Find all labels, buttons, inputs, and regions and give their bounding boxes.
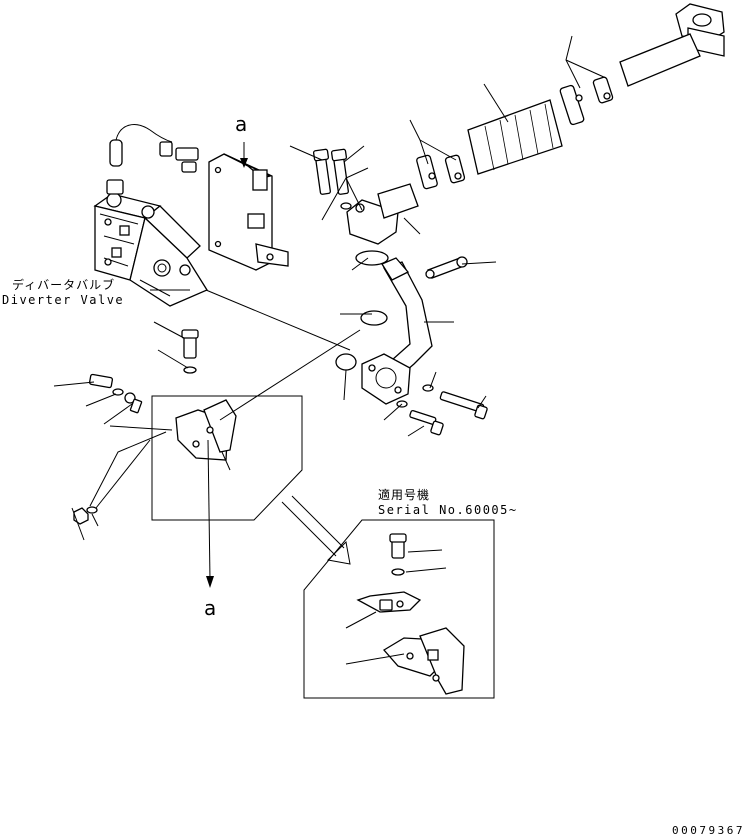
hose-clamps-upper-right	[559, 76, 614, 126]
diverter-valve	[93, 124, 208, 307]
lower-flange-bolts	[396, 384, 488, 436]
serial-inset-box	[303, 519, 495, 699]
diverter-valve-label-en: Diverter Valve	[2, 293, 125, 307]
reference-mark-top: a	[235, 112, 248, 136]
routing-lines	[89, 289, 361, 588]
flange-bolts	[312, 148, 349, 195]
serial-label-jp: 適用号機	[378, 488, 431, 502]
diverter-valve-label-jp: ディバータバルブ	[12, 278, 116, 292]
left-bolts-washers	[73, 329, 199, 525]
mounting-bracket	[208, 142, 289, 271]
serial-label-en: Serial No.60005~	[378, 503, 518, 517]
hose-clamps-middle	[416, 154, 466, 190]
hydraulic-hose-small	[425, 256, 468, 279]
small-bracket	[175, 399, 237, 461]
hose-fitting-top-right	[619, 3, 725, 87]
inset-clamp-plate	[356, 591, 422, 613]
reference-mark-bottom: a	[204, 596, 217, 620]
split-flange	[340, 183, 419, 266]
inset-bolt-washer	[389, 533, 407, 576]
lower-flange	[361, 353, 411, 405]
protective-sleeve	[467, 99, 563, 175]
drawing-code: 00079367	[672, 824, 745, 837]
inset-bracket	[382, 627, 465, 695]
inset-arrow	[281, 495, 351, 565]
detail-area-outline	[151, 395, 303, 521]
leader-lines	[53, 35, 607, 665]
